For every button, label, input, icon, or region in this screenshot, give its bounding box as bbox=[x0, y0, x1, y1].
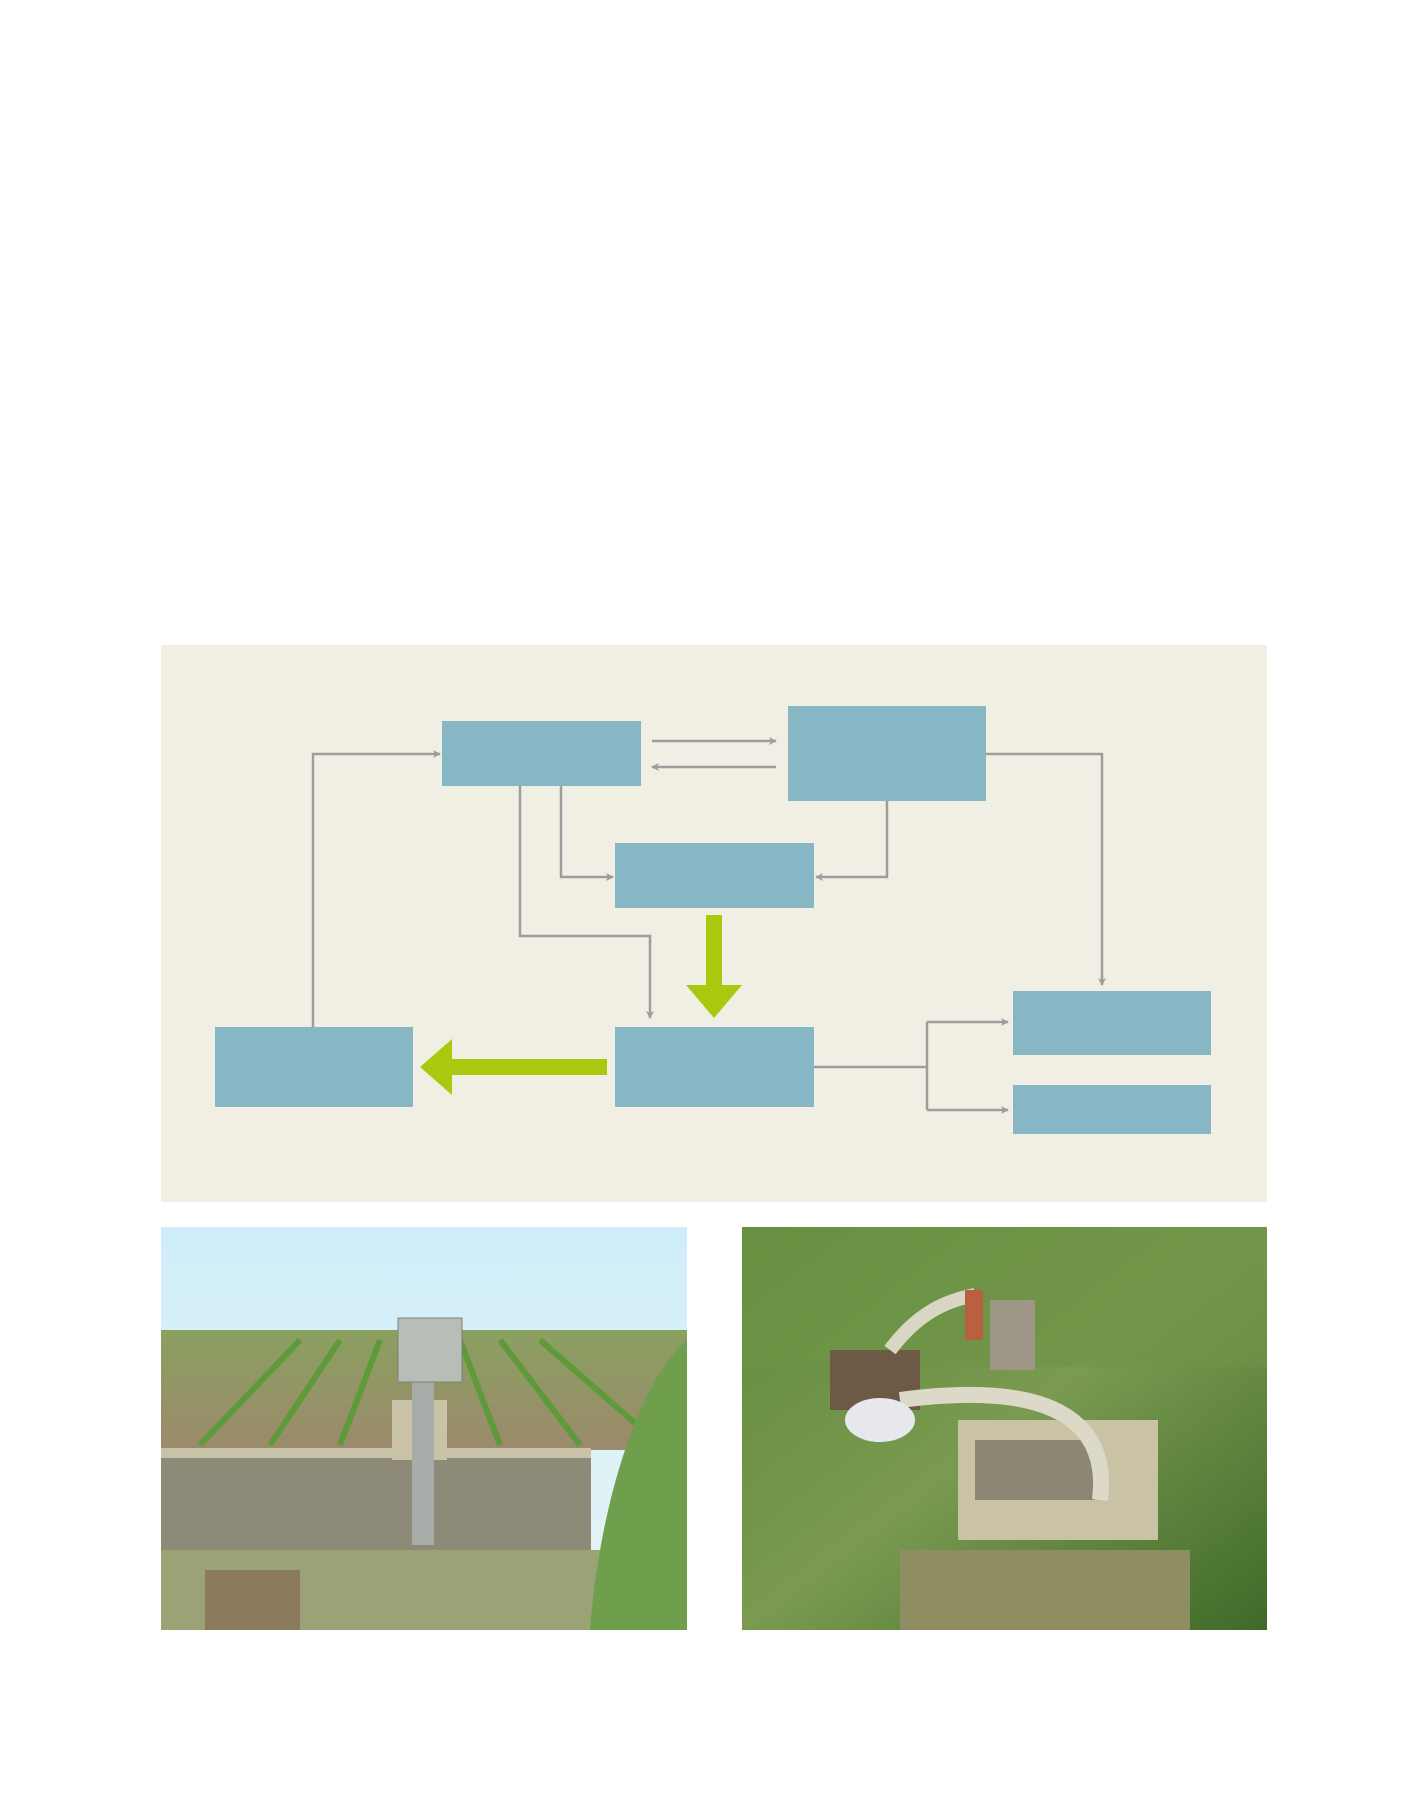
box-top-left bbox=[442, 721, 641, 786]
field-water-meter-photo bbox=[161, 1227, 687, 1630]
box-right-upper bbox=[1013, 991, 1211, 1055]
highlight-arrow-left bbox=[420, 1039, 607, 1095]
diagram-panel bbox=[161, 645, 1267, 1202]
connector-arrow bbox=[311, 750, 441, 1027]
pump-canal-photo bbox=[742, 1227, 1267, 1630]
box-bottom-left bbox=[215, 1027, 413, 1107]
connector-arrow bbox=[986, 752, 1106, 986]
box-right-lower bbox=[1013, 1085, 1211, 1134]
connector-arrow bbox=[559, 786, 614, 881]
highlight-arrow-down bbox=[686, 915, 742, 1018]
box-bottom-center bbox=[615, 1027, 814, 1107]
connector-arrow bbox=[815, 801, 889, 881]
connector-arrow bbox=[518, 786, 654, 1019]
box-top-right bbox=[788, 706, 986, 801]
box-middle bbox=[615, 843, 814, 908]
